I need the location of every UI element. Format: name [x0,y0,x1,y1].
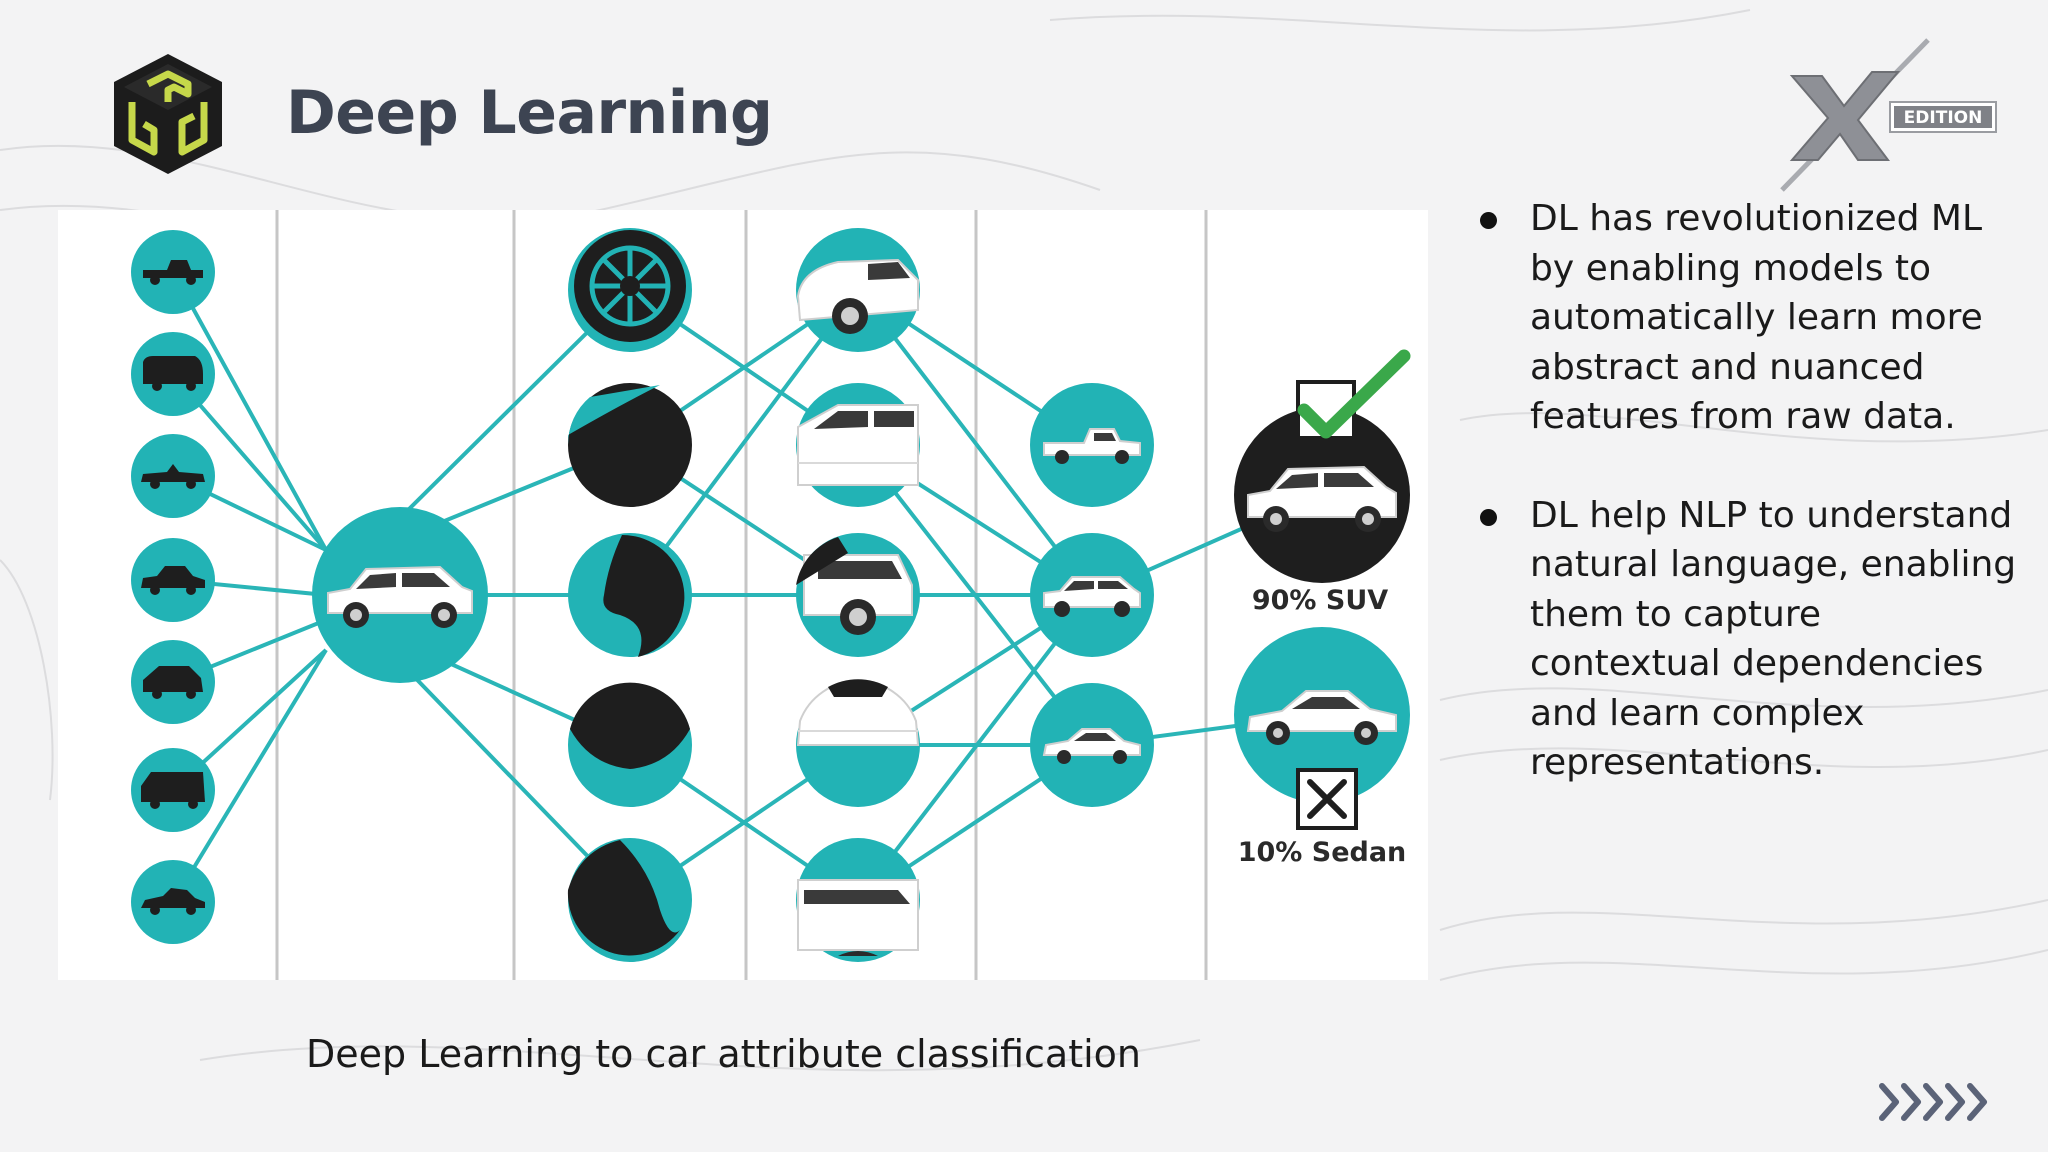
coupe-icon [131,860,215,944]
front-feature-icon [568,533,692,657]
van-icon [131,332,215,416]
minivan-icon [131,748,215,832]
door-feature-icon [567,838,692,962]
suv-probability-label: 90% SUV [1252,585,1388,616]
car-window-crop-icon [796,679,920,807]
slide-title: Deep Learning [286,78,773,148]
suv-output-node [1234,407,1410,583]
sedan-probability-label: 10% Sedan [1238,837,1407,868]
x-edition-logo-icon: EDITION [1780,38,1997,192]
logo-cube-icon [114,54,222,174]
checkmark-icon [1296,349,1411,440]
sedan-small-icon [131,538,215,622]
bullet-dot-icon [1480,212,1497,229]
sedan-class-icon [1030,683,1154,807]
bullet-item: DL help NLP to understand natural langua… [1480,491,2020,788]
car-rear-crop-icon [796,533,920,657]
car-roof-crop-icon [796,838,920,962]
diagram-caption: Deep Learning to car attribute classific… [306,1032,1141,1076]
bumper-feature-icon [568,682,692,807]
input-layer [131,230,215,944]
output-layer: 90% SUV 10% Sedan [1234,349,1411,868]
hatchback-icon [131,640,215,724]
wheel-feature-icon [568,228,692,352]
car-side-crop-icon [796,383,920,507]
class-layer [1030,383,1154,807]
feature-layer-2 [796,228,920,962]
pickup-icon [131,230,215,314]
edition-badge-text: EDITION [1904,108,1983,128]
bullet-list: DL has revolutionized ML by enabling mod… [1480,194,2020,837]
pickup-class-icon [1030,383,1154,507]
sedan-output-node [1234,627,1410,803]
bullet-item: DL has revolutionized ML by enabling mod… [1480,194,2020,442]
bullet-text: DL help NLP to understand natural langua… [1530,494,2017,784]
bullet-dot-icon [1480,508,1497,526]
car-classification-diagram: 90% SUV 10% Sedan [58,210,1428,980]
next-chevrons-icon[interactable] [1876,1082,2000,1122]
roof-feature-icon [567,383,692,507]
cross-icon [1296,768,1358,830]
suv-class-icon [1030,533,1154,657]
bullet-text: DL has revolutionized ML by enabling mod… [1530,198,1983,437]
suv-input-node [312,507,488,683]
car-front-crop-icon [796,228,920,352]
feature-layer-1 [567,228,692,962]
convertible-icon [131,434,215,518]
